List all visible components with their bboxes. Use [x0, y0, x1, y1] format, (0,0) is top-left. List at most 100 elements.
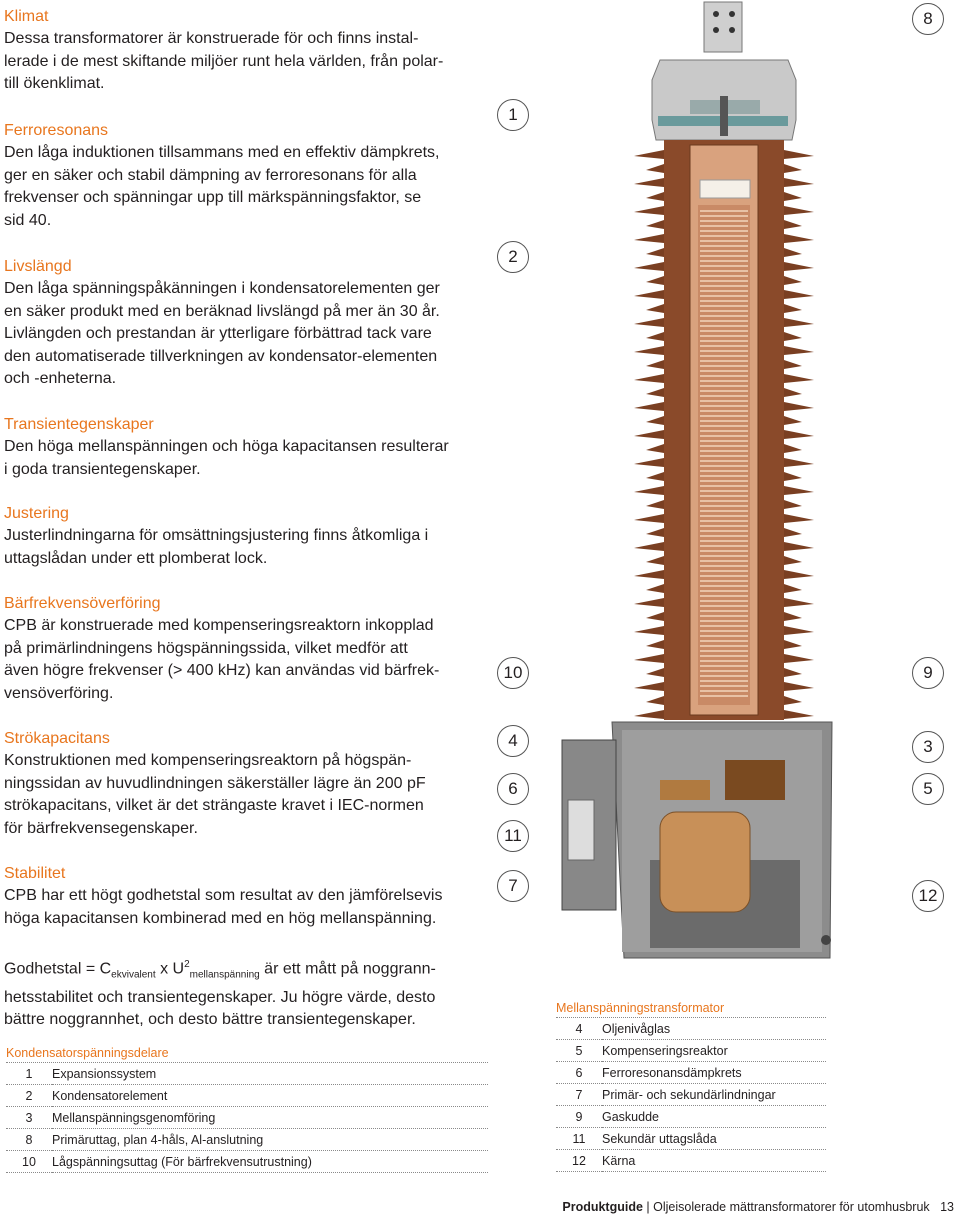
insulator-shed — [646, 584, 802, 593]
callout-8: 8 — [912, 3, 944, 35]
capacitor-stripe — [700, 245, 748, 247]
capacitor-stripe — [700, 640, 748, 642]
capacitor-stripe — [700, 565, 748, 567]
transformer-illustration — [561, 1, 833, 959]
section-text: Den låga spänningspåkänningen i kondensa… — [4, 280, 440, 387]
capacitor-stripe — [700, 635, 748, 637]
capacitor-stripe — [700, 535, 748, 537]
insulator-shed — [646, 332, 802, 341]
callout-5: 5 — [912, 773, 944, 805]
section-title: Ferroresonans — [4, 122, 109, 139]
capacitor-stripe — [700, 460, 748, 462]
capacitor-stripe — [700, 355, 748, 357]
capacitor-stripe — [700, 650, 748, 652]
legend-title: Mellanspänningstransformator — [556, 1001, 826, 1018]
capacitor-stripe — [700, 550, 748, 552]
capacitor-stripe — [700, 300, 748, 302]
capacitor-stripe — [700, 495, 748, 497]
page-number: 13 — [940, 1200, 954, 1214]
section-text: Den låga induktionen tillsammans med en … — [4, 144, 440, 229]
section-text: Konstruktionen med kompenseringsreaktorn… — [4, 752, 426, 837]
callout-4: 4 — [497, 725, 529, 757]
capacitor-stripe — [700, 335, 748, 337]
capacitor-stripe — [700, 630, 748, 632]
section-text: CPB har ett högt godhetstal som resultat… — [4, 887, 443, 927]
capacitor-stripe — [700, 225, 748, 227]
capacitor-stripe — [700, 555, 748, 557]
capacitor-stripe — [700, 470, 748, 472]
section-title: Klimat — [4, 8, 49, 25]
windings — [659, 811, 751, 913]
insulator-shed — [646, 640, 802, 649]
callout-6: 6 — [497, 773, 529, 805]
capacitor-stripe — [700, 405, 748, 407]
capacitor-stripe — [700, 540, 748, 542]
capacitor-stripe — [700, 330, 748, 332]
callout-1: 1 — [497, 99, 529, 131]
capacitor-stripe — [700, 600, 748, 602]
capacitor-stripe — [700, 570, 748, 572]
capacitor-stripe — [700, 310, 748, 312]
capacitor-stripe — [700, 210, 748, 212]
section-title: Transientegenskaper — [4, 416, 154, 433]
capacitor-stripe — [700, 655, 748, 657]
insulator-shed — [646, 472, 802, 481]
legend-title: Kondensatorspänningsdelare — [6, 1046, 488, 1063]
insulator-shed — [646, 388, 802, 397]
section-title: Stabilitet — [4, 865, 66, 882]
section-title: Justering — [4, 505, 69, 522]
capacitor-stripe — [700, 510, 748, 512]
section-justering: Justering Justerlindningarna för omsättn… — [4, 503, 479, 570]
capacitor-stripe — [700, 315, 748, 317]
capacitor-stripe — [700, 380, 748, 382]
capacitor-stripe — [700, 465, 748, 467]
capacitor-stripe — [700, 365, 748, 367]
capacitor-stripe — [700, 370, 748, 372]
insulator-shed — [646, 276, 802, 285]
section-transientegenskaper: Transientegenskaper Den höga mellanspänn… — [4, 414, 479, 481]
capacitor-stripe — [700, 390, 748, 392]
capacitor-stripe — [700, 520, 748, 522]
capacitor-stripe — [700, 400, 748, 402]
primary-terminal — [703, 1, 743, 53]
capacitor-stripe — [700, 285, 748, 287]
capacitor-stripe — [700, 255, 748, 257]
section-klimat: Klimat Dessa transformatorer är konstrue… — [4, 6, 479, 96]
capacitor-stripe — [700, 690, 748, 692]
insulator-shed — [646, 668, 802, 677]
capacitor-stripe — [700, 685, 748, 687]
capacitor-stripe — [700, 505, 748, 507]
capacitor-stripe — [700, 585, 748, 587]
capacitor-stripe — [700, 590, 748, 592]
footer-separator: | — [646, 1200, 650, 1214]
capacitor-stripe — [700, 675, 748, 677]
insulator-shed — [646, 696, 802, 705]
section-ferroresonans: Ferroresonans Den låga induktionen tills… — [4, 120, 479, 232]
capacitor-stripe — [700, 290, 748, 292]
insulator-shed — [646, 248, 802, 257]
callout-7: 7 — [497, 870, 529, 902]
insulator-shed — [646, 360, 802, 369]
insulator-shed — [646, 164, 802, 173]
capacitor-stripe — [700, 485, 748, 487]
capacitor-stripe — [700, 385, 748, 387]
capacitor-stripe — [700, 440, 748, 442]
capacitor-stripe — [700, 530, 748, 532]
capacitor-stripe — [700, 580, 748, 582]
capacitor-stripe — [700, 500, 748, 502]
insulator-shed — [646, 416, 802, 425]
capacitor-stripe — [700, 475, 748, 477]
insulator-shed — [646, 192, 802, 201]
insulator-shed — [646, 304, 802, 313]
capacitor-stripe — [700, 350, 748, 352]
capacitor-stripe — [700, 295, 748, 297]
